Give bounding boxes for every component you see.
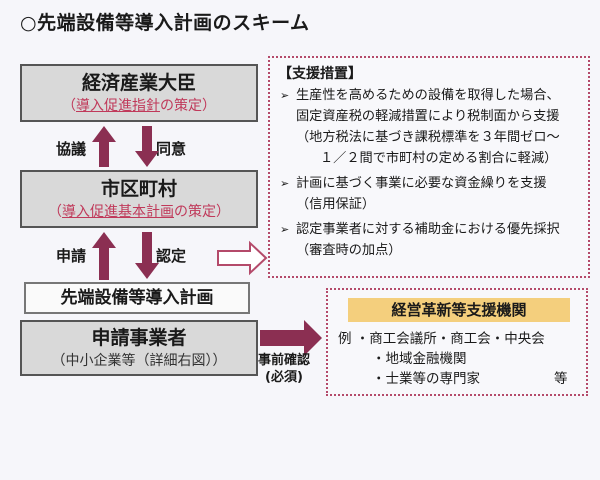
applicant-sub: （中小企業等（詳細右図）） <box>51 353 227 369</box>
right-arrow-icon <box>260 320 322 356</box>
up-arrow-icon <box>92 126 116 167</box>
org-line: ・士業等の専門家 <box>372 371 480 387</box>
certify-label: 認定 <box>156 247 187 265</box>
municipality-name: 市区町村 <box>100 178 177 200</box>
arrow-bullet-icon: ➢ <box>280 223 290 236</box>
org-heading: 経営革新等支援機関 <box>348 298 570 322</box>
support-heading: 【支援措置】 <box>278 66 362 82</box>
org-line: 例 ・商工会議所・商工会・中央会 <box>338 331 545 347</box>
support-organization-box: 経営革新等支援機関 例 ・商工会議所・商工会・中央会 ・地域金融機関 ・士業等の… <box>326 288 588 396</box>
arrow-bullet-icon: ➢ <box>280 177 290 190</box>
support-item: ➢ 生産性を高めるための設備を取得した場合、 固定資産税の軽減措置により税制面か… <box>278 85 580 169</box>
hollow-right-arrow-icon <box>217 240 268 276</box>
apply-label: 申請 <box>56 247 87 265</box>
ministry-name: 経済産業大臣 <box>81 72 196 94</box>
consent-label: 同意 <box>156 140 187 158</box>
ministry-box: 経済産業大臣 （導入促進指針の策定） <box>20 64 258 122</box>
support-item: ➢ 計画に基づく事業に必要な資金繰りを支援 （信用保証） <box>278 173 580 215</box>
municipality-basic-plan: 導入促進基本計画 <box>62 204 174 220</box>
support-measures-panel: 【支援措置】 ➢ 生産性を高めるための設備を取得した場合、 固定資産税の軽減措置… <box>268 56 590 278</box>
plan-label: 先端設備等導入計画 <box>60 288 214 308</box>
up-arrow-icon <box>92 232 116 280</box>
applicant-box: 申請事業者 （中小企業等（詳細右図）） <box>20 320 258 376</box>
org-line-suffix: 等 <box>554 371 568 387</box>
plan-label-box: 先端設備等導入計画 <box>24 282 250 314</box>
org-line: ・地域金融機関 <box>372 351 467 367</box>
page-title: ○先端設備等導入計画のスキーム <box>20 12 310 34</box>
municipality-box: 市区町村 （導入促進基本計画の策定） <box>20 170 258 228</box>
arrow-bullet-icon: ➢ <box>280 89 290 102</box>
ministry-guideline: 導入促進指針 <box>76 98 160 114</box>
prior-confirmation: 事前確認 (必須) <box>257 353 310 385</box>
consult-label: 協議 <box>56 140 87 158</box>
down-arrow-icon <box>135 126 159 167</box>
support-item: ➢ 認定事業者に対する補助金における優先採択 （審査時の加点） <box>278 219 580 261</box>
applicant-name: 申請事業者 <box>91 327 187 349</box>
ministry-sub: （導入促進指針の策定） <box>62 98 216 114</box>
municipality-sub: （導入促進基本計画の策定） <box>48 204 230 220</box>
down-arrow-icon <box>135 232 159 279</box>
